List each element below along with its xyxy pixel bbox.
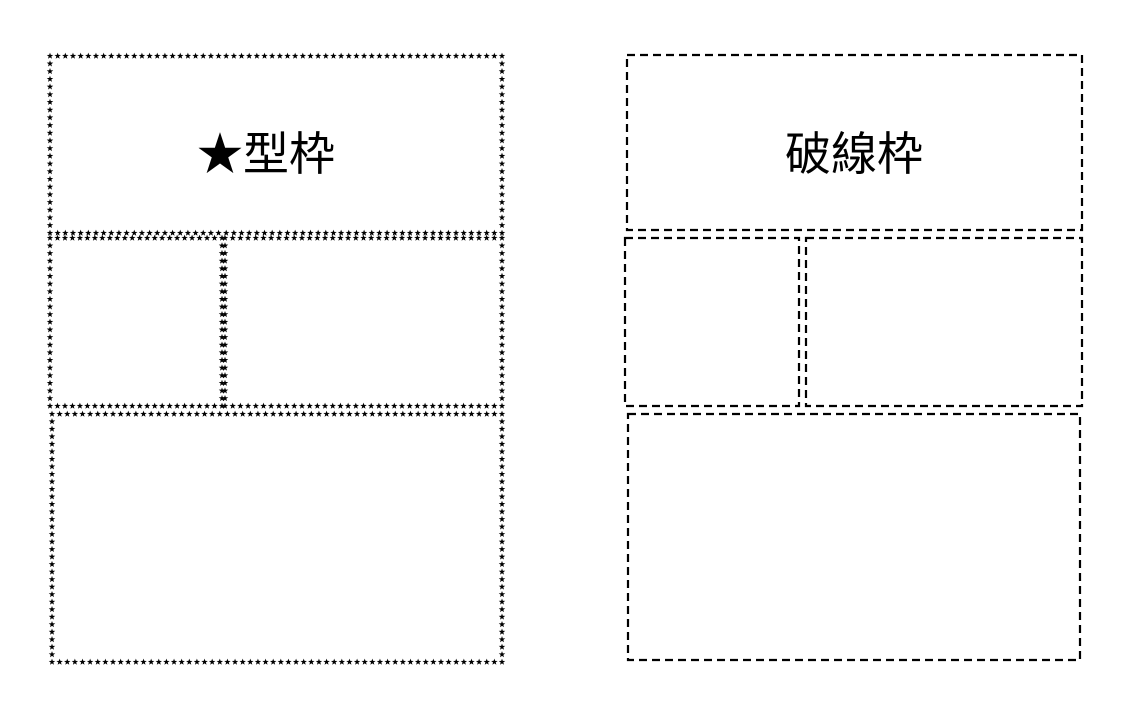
star-frame-title: ★型枠	[197, 127, 335, 181]
dashed-bottom-panel	[626, 412, 1082, 662]
dashed-frame-title: 破線枠	[785, 127, 923, 181]
star-frame-sheet: ★型枠	[46, 52, 506, 665]
star-bottom-panel	[48, 410, 506, 665]
dashed-middle-left-panel	[623, 236, 801, 408]
dashed-middle-right-panel	[804, 236, 1084, 408]
dashed-title-panel	[625, 53, 1084, 232]
star-middle-left-panel	[46, 234, 226, 409]
dashed-frame-sheet: 破線枠	[623, 53, 1084, 662]
star-middle-right-panel	[221, 234, 506, 409]
